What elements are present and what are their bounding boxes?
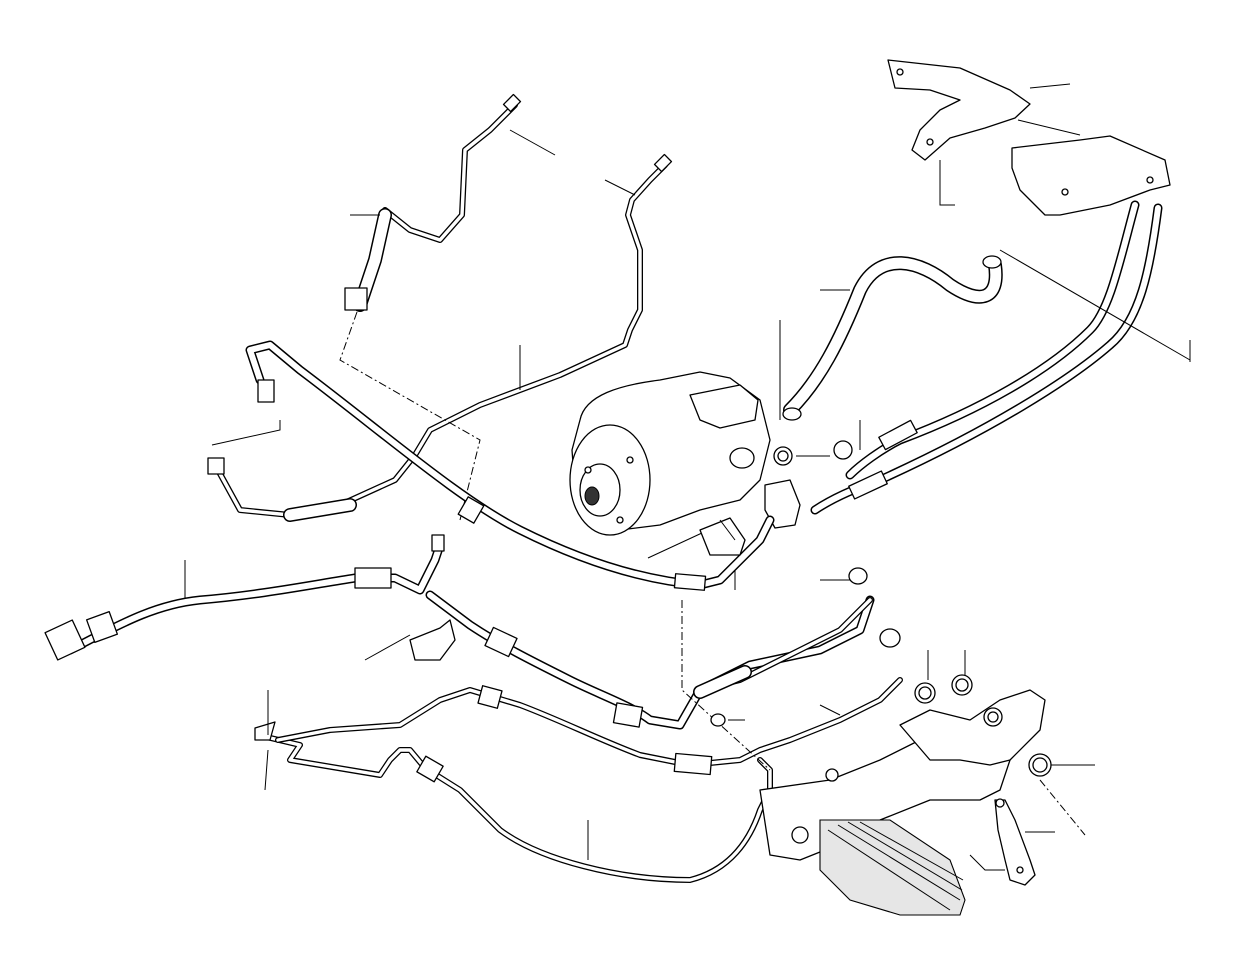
hose-bracket-mid[interactable] xyxy=(364,619,456,661)
lower-bracket[interactable] xyxy=(939,119,1171,216)
dash-centerline-top xyxy=(339,311,481,521)
rack-mount-bracket[interactable] xyxy=(969,798,1055,886)
seal-rings-rack[interactable] xyxy=(710,650,1052,777)
upper-bracket[interactable] xyxy=(887,59,1071,161)
cooler-pipe-loop[interactable] xyxy=(254,677,903,883)
pressure-line-long[interactable] xyxy=(245,340,775,591)
suction-hose[interactable] xyxy=(779,255,1003,421)
dash-centerline-lower xyxy=(681,600,1086,836)
pump-support-bracket[interactable] xyxy=(699,517,746,590)
return-pipe-rack[interactable] xyxy=(693,597,901,699)
seal-ring-pump[interactable] xyxy=(773,420,861,466)
pressure-hose-twin[interactable] xyxy=(810,200,1191,515)
return-hose-upper[interactable] xyxy=(344,93,556,312)
return-pipe-middle[interactable] xyxy=(207,153,673,522)
pressure-hose-to-rack[interactable] xyxy=(425,567,875,730)
power-steering-pump[interactable] xyxy=(569,371,801,559)
steering-rack[interactable] xyxy=(759,689,1095,916)
feed-hose-left[interactable] xyxy=(44,534,445,661)
